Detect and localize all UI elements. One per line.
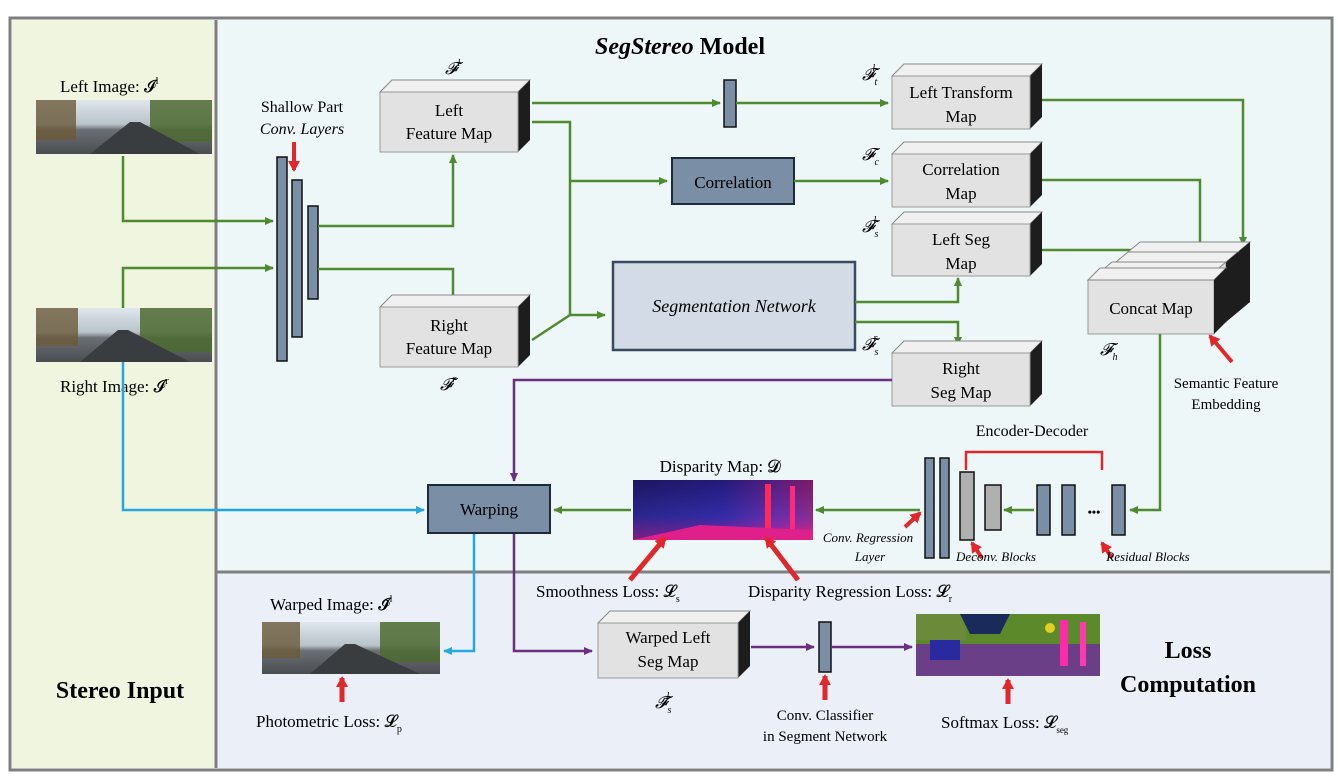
right-seg-label-2: Seg Map xyxy=(931,383,992,402)
right-feature-label-2: Feature Map xyxy=(406,339,492,358)
disparity-map-label: Disparity Map: 𝓓 xyxy=(660,457,782,476)
semantic-red-arrow xyxy=(1208,334,1234,364)
warped-seg-label-2: Seg Map xyxy=(638,652,699,671)
smoothness-red-arrow xyxy=(628,536,667,582)
right-image xyxy=(36,308,212,362)
conv-regression-layer-2 xyxy=(939,457,950,559)
transform-conv-layer xyxy=(723,79,737,128)
left-transform-label-2: Map xyxy=(945,107,976,126)
segmentation-network-node xyxy=(611,260,857,352)
left-feature-map: Left Feature Map xyxy=(378,79,532,153)
shallow-layer-3 xyxy=(307,205,319,300)
residual-block-2 xyxy=(1061,484,1076,536)
deconv-block-1 xyxy=(959,471,975,541)
left-seg-map: Left Seg Map xyxy=(890,211,1044,277)
encoder-decoder-label: Encoder-Decoder xyxy=(976,423,1089,440)
warped-seg-label-1: Warped Left xyxy=(626,628,711,647)
ellipsis: ••• xyxy=(1088,505,1101,519)
right-seg-map: Right Seg Map xyxy=(890,340,1044,407)
shallow-conv-label: Conv. Layers xyxy=(260,121,344,138)
semantic-label-1: Semantic Feature xyxy=(1174,376,1279,392)
smoothness-loss-label: Smoothness Loss: 𝓛s xyxy=(536,582,680,605)
left-feature-label-2: Feature Map xyxy=(406,124,492,143)
residual-blocks-label: Residual Blocks xyxy=(1105,549,1189,564)
segmentation-output-image xyxy=(916,614,1100,676)
correlation-map: Correlation Map xyxy=(890,141,1044,208)
segmentation-network-label: Segmentation Network xyxy=(652,296,816,316)
warping-node xyxy=(427,484,551,534)
right-image-label: Right Image: 𝓘r xyxy=(60,375,169,396)
left-image xyxy=(36,100,212,154)
conv-regression-label-1: Conv. Regression xyxy=(823,530,913,545)
shallow-layer-2 xyxy=(291,179,303,338)
conv-regression-label-2: Layer xyxy=(854,549,886,564)
correlation-map-label-2: Map xyxy=(945,184,976,203)
left-transform-map: Left Transform Map xyxy=(890,63,1044,130)
encoder-decoder-bracket xyxy=(964,450,1104,470)
disparity-loss-label: Disparity Regression Loss: 𝓛r xyxy=(748,582,953,605)
warping-label: Warping xyxy=(460,500,519,519)
conv-classifier-layer xyxy=(818,621,832,673)
left-seg-label-1: Left Seg xyxy=(932,230,991,249)
conv-classifier-label-2: in Segment Network xyxy=(763,729,888,745)
softmax-loss-label: Softmax Loss: 𝓛seg xyxy=(941,713,1069,735)
warped-image xyxy=(262,622,440,674)
concat-map: Concat Map xyxy=(1086,241,1252,335)
left-seg-label-2: Map xyxy=(945,254,976,273)
fsr-symbol: 𝓕sr xyxy=(862,333,881,358)
semantic-label-2: Embedding xyxy=(1191,397,1261,413)
loss-title-line1: Loss xyxy=(1165,638,1212,664)
concat-map-label: Concat Map xyxy=(1109,299,1193,318)
right-seg-label-1: Right xyxy=(942,359,980,378)
conv-regression-red-arrow xyxy=(903,511,922,529)
disparity-loss-red-arrow xyxy=(764,536,800,582)
left-feature-label-1: Left xyxy=(435,101,464,120)
stereo-input-title: Stereo Input xyxy=(56,678,184,704)
shallow-layer-1 xyxy=(276,156,288,362)
loss-title-line2: Computation xyxy=(1120,672,1256,698)
left-image-label: Left Image: 𝓘l xyxy=(60,75,159,96)
residual-block-3 xyxy=(1111,484,1126,536)
residual-red-arrow xyxy=(1100,541,1114,560)
right-feature-map: Right Feature Map xyxy=(378,294,532,368)
warped-image-label: Warped Image: 𝓘̃l xyxy=(270,594,393,614)
correlation-map-label-1: Correlation xyxy=(922,160,1000,179)
deconv-blocks-label: Deconv. Blocks xyxy=(955,549,1036,564)
model-title: SegStereo Model xyxy=(595,34,765,60)
conv-regression-layer-1 xyxy=(924,457,935,559)
left-transform-label-1: Left Transform xyxy=(909,83,1012,102)
disparity-map-image xyxy=(633,480,813,540)
deconv-block-2 xyxy=(984,484,1002,531)
correlation-label: Correlation xyxy=(694,173,772,192)
right-feature-label-1: Right xyxy=(430,316,468,335)
conv-classifier-label-1: Conv. Classifier xyxy=(777,708,874,724)
shallow-part-label: Shallow Part xyxy=(261,99,344,116)
deconv-red-arrow xyxy=(970,541,984,560)
warped-left-seg-map: Warped Left Seg Map xyxy=(596,610,752,679)
photometric-loss-label: Photometric Loss: 𝓛p xyxy=(256,712,402,735)
residual-block-1 xyxy=(1036,484,1051,536)
